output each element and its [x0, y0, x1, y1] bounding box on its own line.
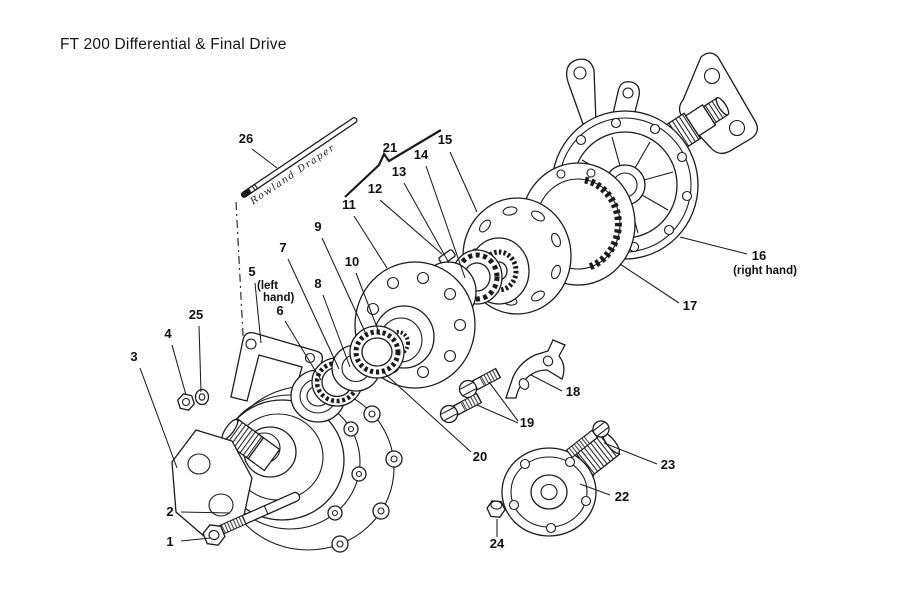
- leader-line-14: [425, 165, 466, 279]
- annotation-2: (right hand): [733, 265, 797, 277]
- coupling-flange-group: [486, 420, 621, 537]
- part-label-13: 13: [392, 164, 406, 179]
- leader-line-7: [287, 258, 340, 370]
- leader-line-1: [180, 537, 211, 542]
- stud-and-nut: [176, 388, 301, 546]
- part-label-24: 24: [490, 536, 505, 551]
- page-title: FT 200 Differential & Final Drive: [60, 36, 287, 53]
- left-housing: [171, 332, 403, 553]
- leader-line-21: [344, 129, 442, 198]
- leader-line-11: [353, 215, 388, 269]
- bolt: [439, 392, 483, 424]
- leader-line-17: [619, 263, 680, 304]
- rod-inscription: Rowland Draper: [248, 142, 338, 208]
- leader-line-9: [321, 237, 367, 335]
- part-label-4: 4: [164, 326, 172, 341]
- leader-line-22: [579, 483, 611, 496]
- part-label-7: 7: [279, 240, 286, 255]
- part-label-10: 10: [345, 254, 359, 269]
- bolt: [458, 367, 502, 399]
- leader-line-18: [530, 374, 563, 392]
- leader-line-23: [603, 442, 658, 465]
- part-label-21: 21: [383, 140, 397, 155]
- leader-line-20: [381, 370, 472, 453]
- part-label-11: 11: [342, 197, 356, 212]
- part-label-8: 8: [314, 276, 321, 291]
- flange-nut: [486, 500, 506, 518]
- washer: [194, 388, 210, 406]
- leader-line-12: [379, 199, 443, 255]
- part-label-12: 12: [368, 181, 382, 196]
- leader-line-25: [198, 325, 202, 393]
- leader-line-19: [476, 404, 519, 424]
- part-label-3: 3: [130, 349, 137, 364]
- drive-key: [438, 249, 456, 265]
- leader-line-8: [322, 294, 351, 368]
- leader-line-6: [284, 320, 322, 381]
- leader-line-5: [254, 282, 262, 344]
- stud-nut: [202, 524, 226, 546]
- labels-layer: 1234567891011121314151617181920212223242…: [130, 129, 797, 551]
- assembly-centerline: [235, 201, 247, 393]
- part-label-22: 22: [615, 489, 629, 504]
- lock-strap: [505, 339, 566, 399]
- leader-line-4: [171, 344, 187, 396]
- part-label-19: 19: [520, 415, 534, 430]
- part-label-17: 17: [683, 298, 697, 313]
- part-label-14: 14: [414, 147, 429, 162]
- annotation-0: (left: [257, 280, 278, 292]
- leader-line-3: [139, 367, 178, 469]
- leader-line-19: [488, 381, 519, 422]
- hex-nut: [176, 393, 196, 411]
- annotation-1: hand): [263, 292, 294, 304]
- part-label-5: 5: [248, 264, 255, 279]
- part-label-9: 9: [314, 219, 321, 234]
- part-label-1: 1: [166, 534, 173, 549]
- leader-line-16: [679, 236, 748, 255]
- part-label-2: 2: [166, 504, 173, 519]
- part-label-6: 6: [276, 303, 283, 318]
- bearing-stack: [290, 325, 405, 423]
- lock-strap-group: [439, 339, 566, 424]
- part-label-25: 25: [189, 307, 203, 322]
- leader-line-15: [449, 151, 478, 213]
- part-label-18: 18: [566, 384, 580, 399]
- part-label-23: 23: [661, 457, 675, 472]
- part-label-15: 15: [438, 132, 452, 147]
- leader-line-2: [180, 511, 231, 514]
- leader-line-10: [355, 272, 381, 336]
- housing-mount-arms: [565, 58, 640, 125]
- part-label-26: 26: [239, 131, 253, 146]
- part-label-20: 20: [473, 449, 487, 464]
- leader-line-26: [251, 148, 278, 169]
- part-label-16: 16: [752, 248, 766, 263]
- gear-teeth: [584, 176, 622, 271]
- flange-bolt: [565, 420, 610, 459]
- leader-line-13: [403, 182, 450, 264]
